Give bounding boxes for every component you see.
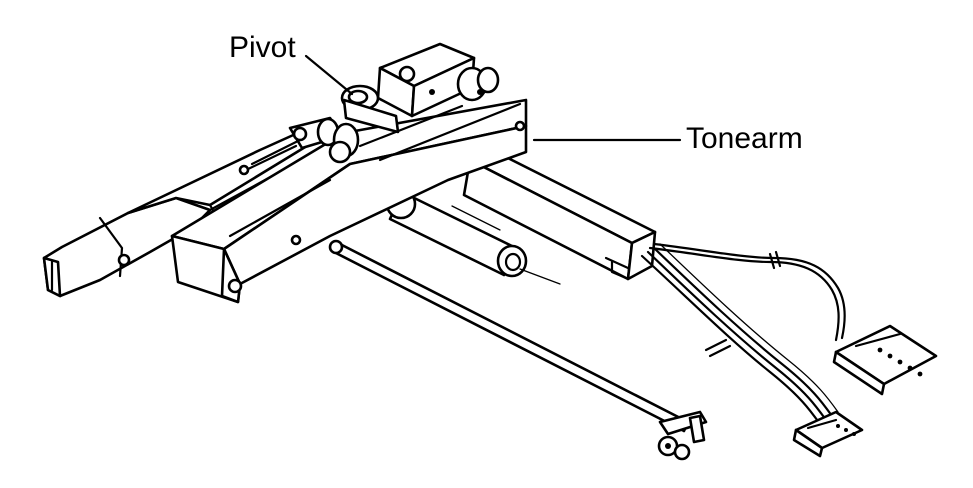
pivot-leader-line	[304, 54, 354, 96]
arm-body	[42, 98, 528, 304]
tonearm-label: Tonearm	[686, 122, 803, 155]
wire-harness	[640, 242, 938, 458]
coil-bar	[462, 148, 657, 281]
guide-rod	[328, 239, 708, 461]
pivot-label: Pivot	[229, 31, 296, 64]
pivot-assembly	[238, 42, 500, 176]
